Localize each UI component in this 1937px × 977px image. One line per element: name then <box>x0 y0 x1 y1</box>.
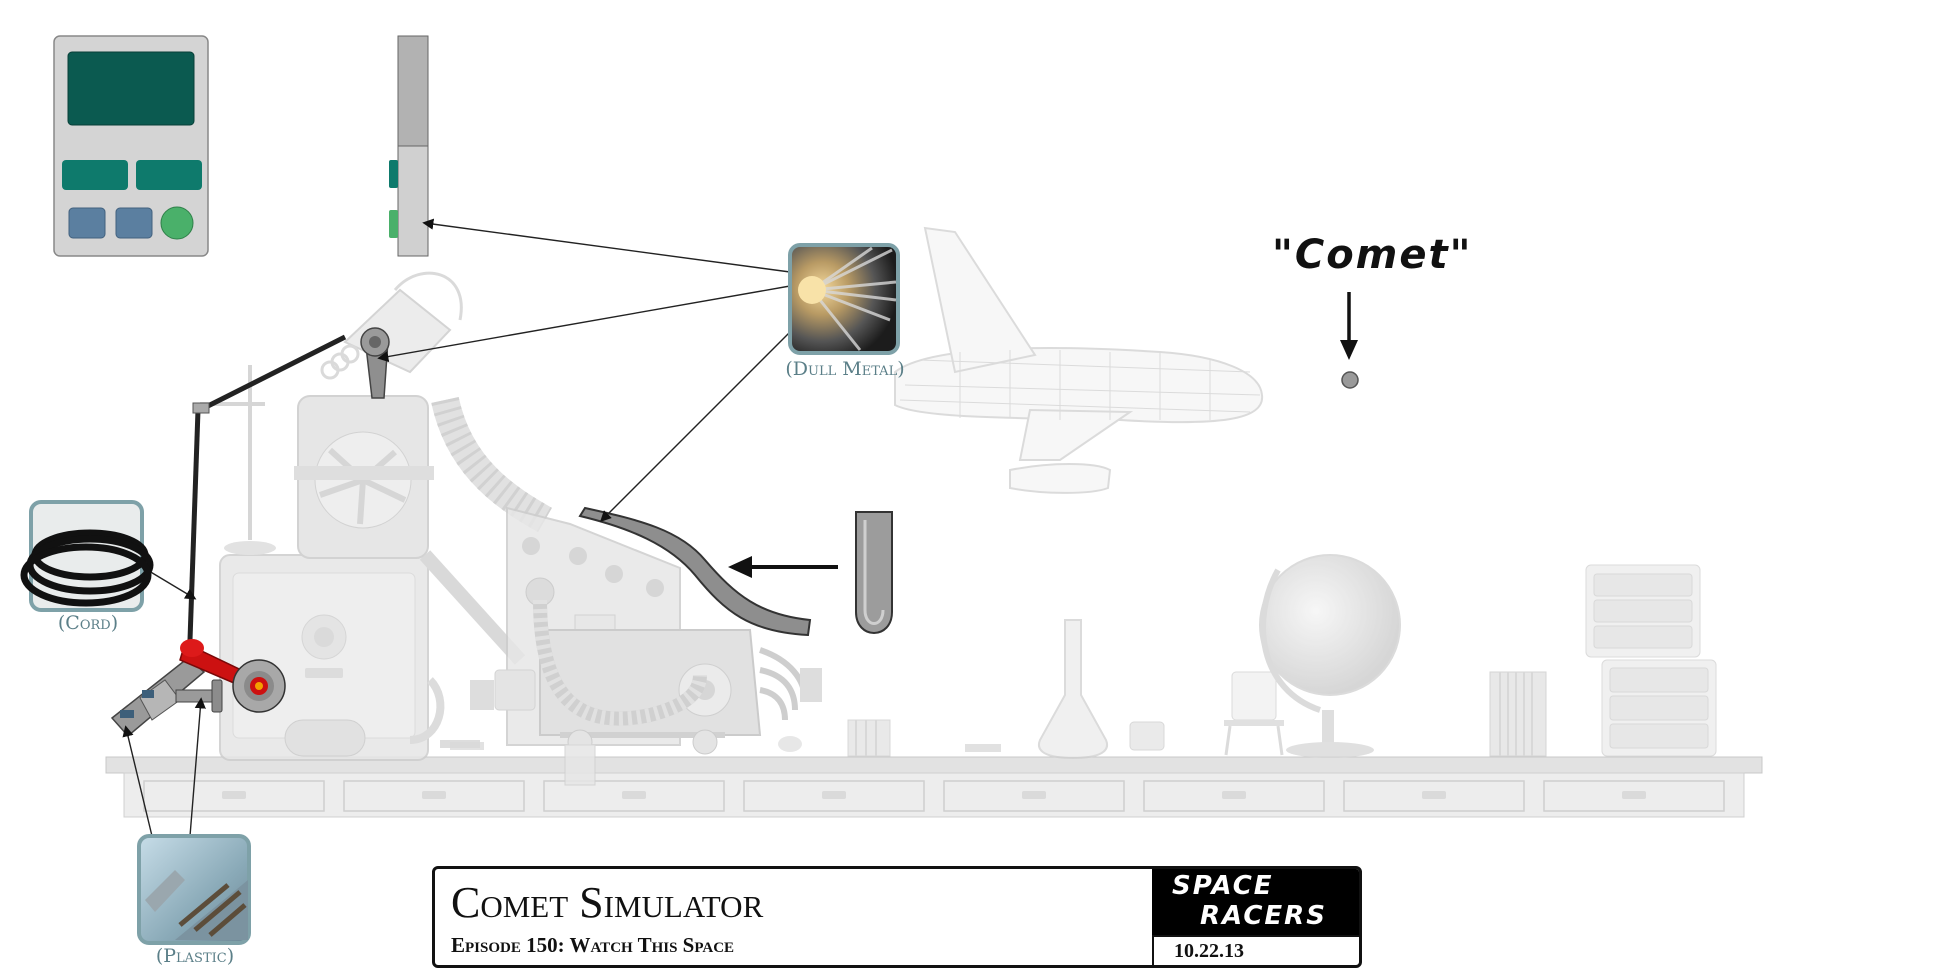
episode-subtitle: Episode 150: Watch This Space <box>451 933 735 957</box>
direction-arrows <box>728 292 1358 578</box>
swatch-label-cord: (Cord) <box>57 612 119 634</box>
teal-button-right <box>136 160 202 190</box>
faded-bench-props <box>450 554 1717 760</box>
faded-machine-left <box>200 271 552 761</box>
comet-dot <box>1341 371 1359 389</box>
workbench <box>105 756 1763 818</box>
episode-date: 10.22.13 <box>1152 935 1359 965</box>
control-box <box>53 35 209 257</box>
control-box-display <box>67 51 195 126</box>
diagram-title: Comet Simulator <box>451 878 764 927</box>
swatch-dull-metal-image <box>788 243 900 355</box>
teal-button-left <box>62 160 128 190</box>
swatch-plastic-image <box>137 834 251 945</box>
comet-label: "Comet" <box>1272 232 1473 278</box>
cord <box>187 334 347 641</box>
faded-airplane <box>894 226 1264 494</box>
swatch-cord-image <box>20 500 154 612</box>
blue-button-right <box>115 207 153 239</box>
leader-lines <box>122 218 791 837</box>
blue-button-left <box>68 207 106 239</box>
swatch-label-plastic: (Plastic) <box>155 945 235 967</box>
title-block: Comet Simulator Episode 150: Watch This … <box>432 866 1362 968</box>
plastic-switch-housing <box>110 657 223 738</box>
logo-line-1: SPACE <box>1172 871 1274 901</box>
curved-plate <box>578 506 812 637</box>
logo-line-2: RACERS <box>1200 901 1327 931</box>
green-button <box>160 206 194 240</box>
lamp-bracket <box>360 327 390 399</box>
red-lever <box>179 639 286 713</box>
swatch-label-dull-metal: (Dull Metal) <box>785 358 905 380</box>
control-box-side-view <box>389 35 429 257</box>
space-racers-logo: SPACE RACERS <box>1152 869 1359 935</box>
tube-piece <box>855 511 893 634</box>
faded-machine-center <box>470 506 822 786</box>
